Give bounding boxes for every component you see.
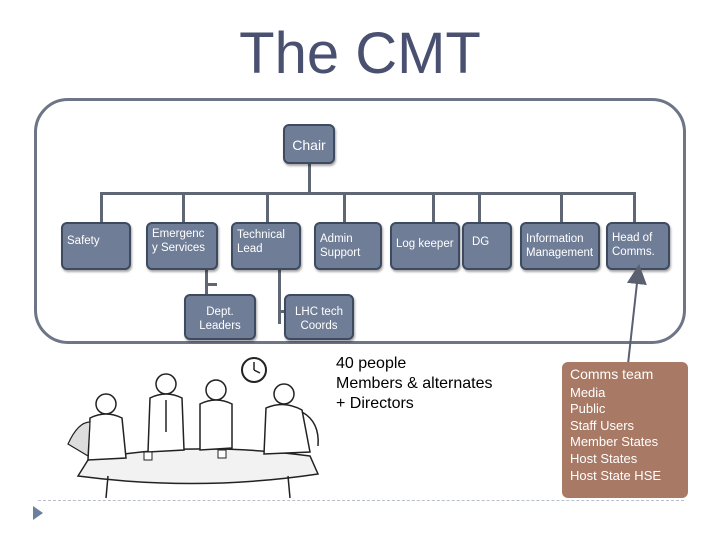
dept-leaders-node: Dept. Leaders: [184, 294, 256, 340]
connector-horizontal: [100, 192, 635, 195]
person-figure: [263, 383, 319, 455]
page-title: The CMT: [239, 21, 481, 86]
person-figure: [147, 373, 185, 453]
information-management-node: Information Management: [520, 222, 600, 270]
comms-team-heading: Comms team: [570, 366, 654, 382]
technical-lead-node: Technical Lead: [231, 222, 301, 270]
comms-team-box: Comms team Media Public Staff Users Memb…: [562, 362, 688, 498]
connector-admin: [343, 192, 346, 222]
connector-safety: [100, 192, 103, 222]
people-text: 40 people Members & alternates + Directo…: [336, 354, 536, 414]
comms-team-item: Public: [570, 401, 606, 417]
people-line-3: + Directors: [336, 395, 414, 412]
dg-node: DG: [462, 222, 512, 270]
log-keeper-node: Log keeper: [390, 222, 460, 270]
lhc-tech-coords-node: LHC tech Coords: [284, 294, 354, 340]
chair-node: Chair: [283, 124, 335, 164]
people-line-2: Members & alternates: [336, 375, 493, 392]
connector-emergency: [182, 192, 185, 222]
clock-icon: [241, 357, 267, 383]
connector-info: [560, 192, 563, 222]
comms-team-item: Host States: [570, 450, 638, 466]
person-figure: [67, 393, 127, 461]
arrow-connector: [626, 264, 647, 365]
connector-dept: [205, 270, 208, 294]
emergency-services-node: Emergenc y Services: [146, 222, 218, 270]
people-line-1: 40 people: [336, 355, 407, 372]
connector-comms: [633, 192, 636, 222]
connector-dg: [478, 192, 481, 222]
footer-divider: [38, 500, 684, 501]
connector-dept-h: [205, 283, 217, 286]
safety-node: Safety: [61, 222, 131, 270]
org-chart-frame: [34, 98, 686, 344]
person-figure: [199, 379, 233, 451]
comms-team-item: Media: [570, 384, 606, 400]
comms-team-item: Host State HSE: [570, 467, 662, 483]
connector-technical: [266, 192, 269, 222]
connector-logkeeper: [432, 192, 435, 222]
connector-lhc: [278, 260, 281, 324]
comms-team-item: Staff Users: [570, 417, 635, 433]
meeting-illustration: [67, 357, 320, 499]
comms-team-item: Member States: [570, 434, 659, 450]
connector-chair-down: [308, 164, 311, 194]
slide-bullet-icon: [33, 506, 43, 520]
admin-support-node: Admin Support: [314, 222, 382, 270]
